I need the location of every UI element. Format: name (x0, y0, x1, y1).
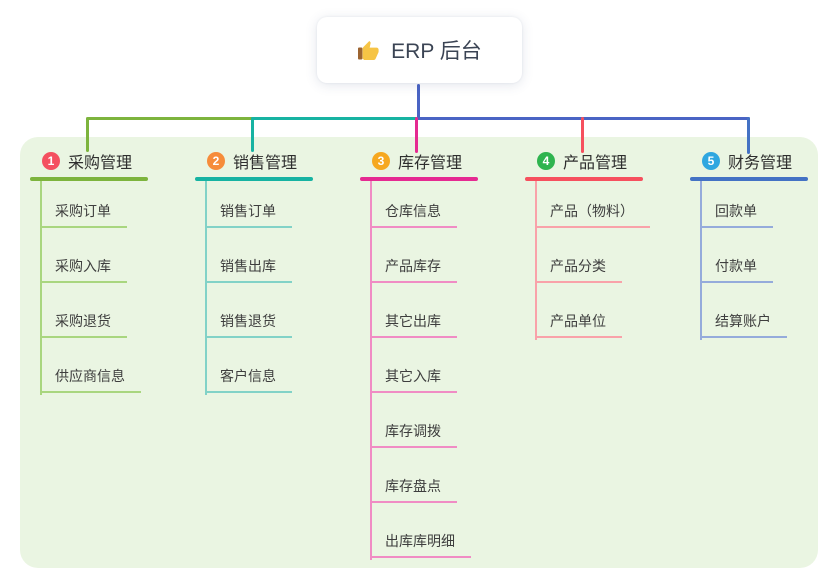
branch-number-badge: 2 (207, 152, 225, 170)
branch-column-2: 2 销售管理销售订单销售出库销售退货客户信息 (195, 148, 313, 395)
leaf-node[interactable]: 产品库存 (370, 250, 457, 283)
branch-number-badge: 3 (372, 152, 390, 170)
branch-rail (370, 181, 372, 560)
branch-underline (195, 177, 313, 181)
connector-drop-branch-2 (251, 117, 254, 152)
mindmap-canvas (20, 137, 818, 568)
branch-rail (700, 181, 702, 340)
connector-drop-branch-5 (747, 117, 750, 154)
branch-column-1: 1 采购管理采购订单采购入库采购退货供应商信息 (30, 148, 148, 395)
connector-drop-branch-3 (415, 117, 418, 153)
branch-node-4[interactable]: 4 产品管理 (525, 148, 643, 174)
branch-label: 财务管理 (728, 155, 793, 172)
leaf-node[interactable]: 出库库明细 (370, 525, 471, 558)
branch-column-3: 3 库存管理仓库信息产品库存其它出库其它入库库存调拨库存盘点出库库明细 (360, 148, 478, 560)
connector-bus-teal (252, 117, 419, 120)
leaf-node[interactable]: 产品（物料） (535, 195, 650, 228)
leaf-node[interactable]: 销售订单 (205, 195, 292, 228)
leaf-node[interactable]: 采购退货 (40, 305, 127, 338)
leaf-node[interactable]: 销售出库 (205, 250, 292, 283)
leaf-node[interactable]: 结算账户 (700, 305, 787, 338)
leaf-node[interactable]: 采购入库 (40, 250, 127, 283)
branch-underline (690, 177, 808, 181)
branch-underline (360, 177, 478, 181)
branch-rail (205, 181, 207, 395)
root-node[interactable]: ERP 后台 (317, 17, 522, 83)
leaf-node[interactable]: 客户信息 (205, 360, 292, 393)
leaf-node[interactable]: 付款单 (700, 250, 773, 283)
branch-number-badge: 5 (702, 152, 720, 170)
leaf-node[interactable]: 库存调拨 (370, 415, 457, 448)
branch-column-5: 5 财务管理回款单付款单结算账户 (690, 148, 808, 340)
thumbs-up-icon (357, 38, 381, 62)
branch-underline (525, 177, 643, 181)
branch-label: 销售管理 (233, 155, 298, 172)
connector-root-drop (417, 84, 420, 119)
branch-number-badge: 4 (537, 152, 555, 170)
leaf-node[interactable]: 采购订单 (40, 195, 127, 228)
connector-bus-green (87, 117, 254, 120)
branch-node-2[interactable]: 2 销售管理 (195, 148, 313, 174)
leaf-node[interactable]: 其它入库 (370, 360, 457, 393)
leaf-node[interactable]: 回款单 (700, 195, 773, 228)
root-label: ERP 后台 (391, 40, 482, 63)
branch-node-3[interactable]: 3 库存管理 (360, 148, 478, 174)
branch-rail (40, 181, 42, 395)
branch-node-1[interactable]: 1 采购管理 (30, 148, 148, 174)
branch-label: 产品管理 (563, 155, 628, 172)
branch-rail (535, 181, 537, 340)
leaf-node[interactable]: 其它出库 (370, 305, 457, 338)
leaf-node[interactable]: 产品分类 (535, 250, 622, 283)
leaf-node[interactable]: 库存盘点 (370, 470, 457, 503)
connector-drop-branch-1 (86, 117, 89, 152)
branch-label: 采购管理 (68, 155, 133, 172)
leaf-node[interactable]: 销售退货 (205, 305, 292, 338)
branch-label: 库存管理 (398, 155, 463, 172)
branch-number-badge: 1 (42, 152, 60, 170)
branch-column-4: 4 产品管理产品（物料） 产品分类产品单位 (525, 148, 650, 340)
leaf-node[interactable]: 仓库信息 (370, 195, 457, 228)
branch-node-5[interactable]: 5 财务管理 (690, 148, 808, 174)
connector-drop-branch-4 (581, 117, 584, 153)
leaf-node[interactable]: 供应商信息 (40, 360, 141, 393)
branch-underline (30, 177, 148, 181)
leaf-node[interactable]: 产品单位 (535, 305, 622, 338)
